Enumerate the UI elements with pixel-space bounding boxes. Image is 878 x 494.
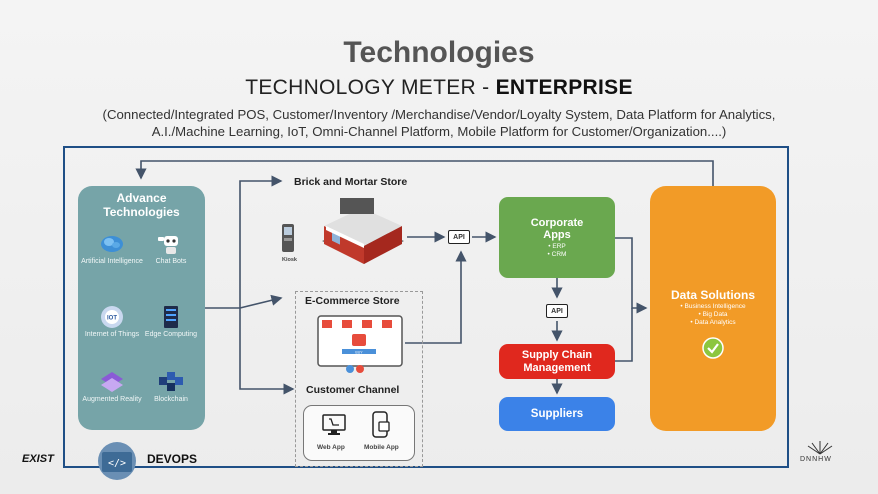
dnnhw-logo-text: DNNHW xyxy=(800,456,832,463)
tech-label-blockchain: Blockchain xyxy=(154,396,188,403)
data-bullet: • Data Analytics xyxy=(690,319,736,326)
kiosk-label: Kiosk xyxy=(282,257,297,263)
data-bullet: • Business Intelligence xyxy=(680,303,746,310)
customer-channel-box xyxy=(303,405,415,461)
tech-label-iot: Internet of Things xyxy=(84,331,140,338)
advance-title-line-2: Technologies xyxy=(103,205,180,219)
tech-item-ar: Augmented Reality xyxy=(81,370,143,404)
svg-text:</>: </> xyxy=(108,458,126,469)
advance-technologies-panel xyxy=(78,186,205,430)
data-solutions-title: Data Solutions xyxy=(670,288,755,302)
tech-item-blockchain: Blockchain xyxy=(140,370,202,404)
server-icon xyxy=(156,305,186,329)
svg-text:BUY: BUY xyxy=(355,350,363,354)
data-bullet: • Big Data xyxy=(698,311,728,318)
data-solutions-bullets: • Business Intelligence • Big Data • Dat… xyxy=(650,303,776,327)
mobile-app-icon xyxy=(370,411,392,439)
api-icon-middle: API xyxy=(546,304,568,318)
data-bullet-bi: Business Intelligence xyxy=(684,303,746,310)
brick-and-mortar-label: Brick and Mortar Store xyxy=(294,176,408,188)
tech-label-ai: Artificial Intelligence xyxy=(81,258,143,265)
iot-icon: IOT xyxy=(97,305,127,329)
web-app-label: Web App xyxy=(317,444,345,451)
tech-item-iot: IOT Internet of Things xyxy=(81,305,143,339)
mobile-app-label: Mobile App xyxy=(364,444,399,451)
advance-title-line-1: Advance xyxy=(116,191,167,205)
data-solutions-logo-icon xyxy=(702,337,724,359)
corporate-apps-box: Corporate Apps • ERP • CRM xyxy=(499,197,615,278)
page-title: Technologies xyxy=(343,36,535,69)
tech-label-ar: Augmented Reality xyxy=(82,396,142,403)
supply-line-2: Management xyxy=(523,362,591,374)
supply-line-1: Supply Chain xyxy=(521,349,593,361)
corporate-bullet: • ERP xyxy=(548,243,566,250)
kiosk-icon xyxy=(278,222,298,256)
corporate-title-line-1: Corporate xyxy=(530,217,584,229)
corporate-bullets: • ERP • CRM xyxy=(499,243,615,259)
brain-icon xyxy=(97,232,127,256)
exist-logo: EXIST xyxy=(22,453,54,465)
customer-channel-label: Customer Channel xyxy=(306,384,400,396)
robot-icon xyxy=(156,232,186,256)
page-subtitle: TECHNOLOGY METER - ENTERPRISE xyxy=(0,76,878,100)
tech-item-ai: Artificial Intelligence xyxy=(81,232,143,266)
svg-text:IOT: IOT xyxy=(107,316,117,322)
corporate-bullet-erp: ERP xyxy=(552,243,566,250)
blockchain-icon xyxy=(156,370,186,394)
data-bullet-analytics: Data Analytics xyxy=(694,319,736,326)
subtitle-prefix: TECHNOLOGY METER - xyxy=(245,76,496,99)
description: (Connected/Integrated POS, Customer/Inve… xyxy=(20,106,858,140)
tech-label-edge: Edge Computing xyxy=(144,331,198,338)
description-line-1: (Connected/Integrated POS, Customer/Inve… xyxy=(102,107,776,122)
corporate-title: Corporate Apps xyxy=(499,217,615,241)
corporate-bullet-crm: CRM xyxy=(551,251,567,258)
tech-label-chatbots: Chat Bots xyxy=(155,258,187,265)
ecommerce-label: E-Commerce Store xyxy=(305,295,400,307)
tech-item-edge: Edge Computing xyxy=(140,305,202,339)
data-solutions-panel xyxy=(650,186,776,431)
devops-gear-icon: </> xyxy=(96,440,138,482)
advance-technologies-title: Advance Technologies xyxy=(78,191,205,219)
ar-icon xyxy=(97,370,127,394)
data-bullet-bigdata: Big Data xyxy=(702,311,728,318)
ecommerce-screen-icon: BUY xyxy=(314,312,406,378)
subtitle-bold: ENTERPRISE xyxy=(495,76,633,99)
tech-item-chatbots: Chat Bots xyxy=(140,232,202,266)
corporate-title-line-2: Apps xyxy=(543,229,571,241)
diagram-frame xyxy=(63,146,789,468)
description-line-2: A.I./Machine Learning, IoT, Omni-Channel… xyxy=(151,124,727,139)
dnnhw-logo-icon xyxy=(800,440,840,470)
store-icon xyxy=(314,196,408,274)
web-app-icon xyxy=(322,413,346,437)
suppliers-box: Suppliers xyxy=(499,397,615,431)
api-icon-top: API xyxy=(448,230,470,244)
devops-label: DEVOPS xyxy=(147,452,198,466)
supply-chain-box: Supply Chain Management xyxy=(499,344,615,379)
channel-dashed-group xyxy=(295,291,423,467)
corporate-bullet: • CRM xyxy=(547,251,567,258)
